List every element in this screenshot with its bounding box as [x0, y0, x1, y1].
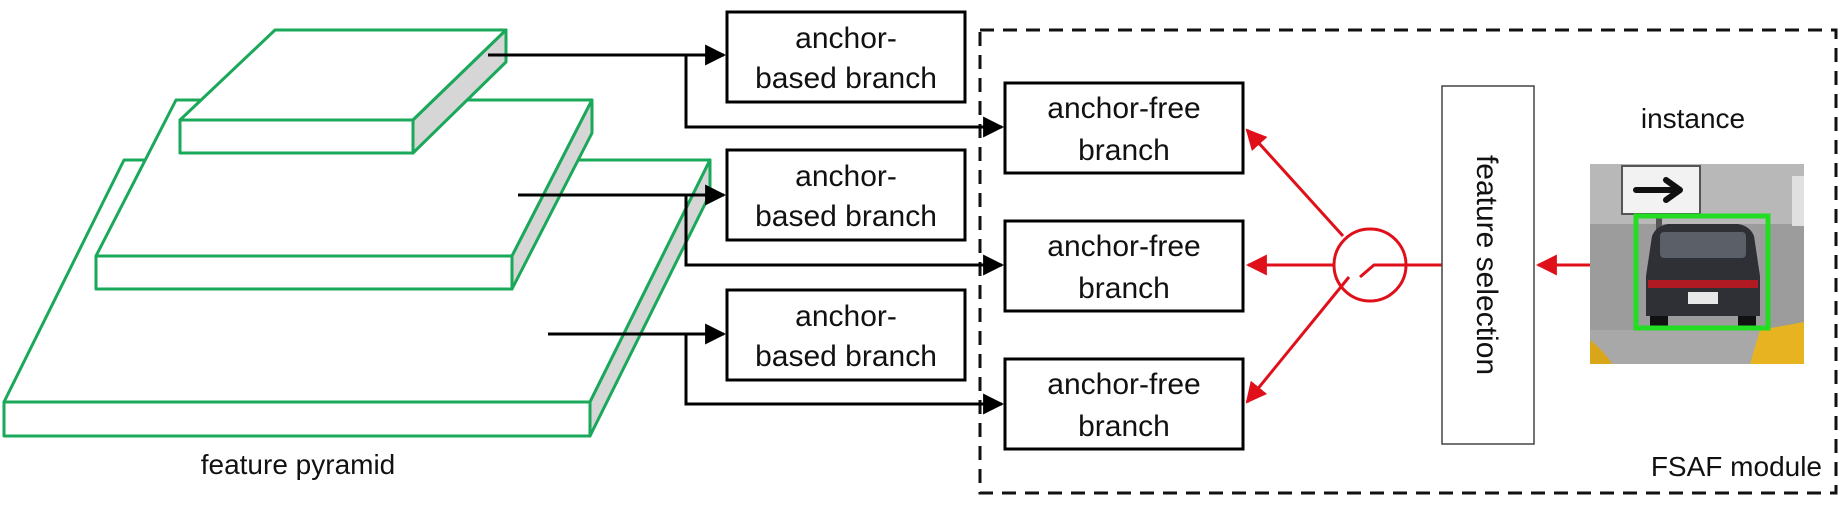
arrow-top-to-free-1	[684, 55, 1005, 138]
fsaf-module-frame	[978, 28, 1838, 495]
switch-lever	[1359, 263, 1442, 279]
feature-selection-box	[1441, 85, 1535, 445]
fsaf-module-label: FSAF module	[1651, 451, 1822, 482]
anchor-free-box-1-line1: anchor-free	[1047, 92, 1200, 125]
anchor-free-box-3-line1: anchor-free	[1047, 368, 1200, 401]
anchor-free-box-3: anchor-free branch	[1003, 357, 1245, 451]
anchor-based-box-3-line2: based branch	[755, 340, 937, 373]
anchor-based-box-2: anchor- based branch	[725, 148, 967, 242]
anchor-free-box-2-line2: branch	[1078, 272, 1170, 305]
anchor-free-box-2: anchor-free branch	[1003, 219, 1245, 313]
arrow-selection-to-free-3	[1245, 276, 1351, 404]
car-photo-icon	[1590, 164, 1804, 364]
feature-selection-label: feature selection	[1470, 155, 1503, 375]
anchor-free-box-1-line2: branch	[1078, 134, 1170, 167]
anchor-based-box-1-line1: anchor-	[795, 22, 897, 55]
anchor-based-box-2-line1: anchor-	[795, 160, 897, 193]
anchor-based-box-2-line2: based branch	[755, 200, 937, 233]
anchor-based-box-3: anchor- based branch	[725, 288, 967, 382]
instance-label: instance	[1641, 103, 1745, 134]
anchor-free-box-3-line2: branch	[1078, 410, 1170, 443]
pyramid-level-top	[178, 28, 508, 155]
anchor-based-box-1: anchor- based branch	[725, 10, 967, 104]
pyramid-connectors	[488, 44, 1005, 415]
feature-pyramid-label: feature pyramid	[201, 449, 396, 480]
anchor-free-box-2-line1: anchor-free	[1047, 230, 1200, 263]
arrow-mid-to-free-2	[684, 195, 1005, 276]
anchor-free-box-1: anchor-free branch	[1003, 81, 1245, 175]
arrow-bottom-to-free-3	[684, 334, 1005, 415]
instance-bbox	[1633, 213, 1771, 331]
anchor-based-box-1-line2: based branch	[755, 62, 937, 95]
selection-arrows	[1245, 128, 1596, 404]
anchor-based-box-3-line1: anchor-	[795, 300, 897, 333]
arrow-selection-to-free-1	[1245, 128, 1345, 238]
